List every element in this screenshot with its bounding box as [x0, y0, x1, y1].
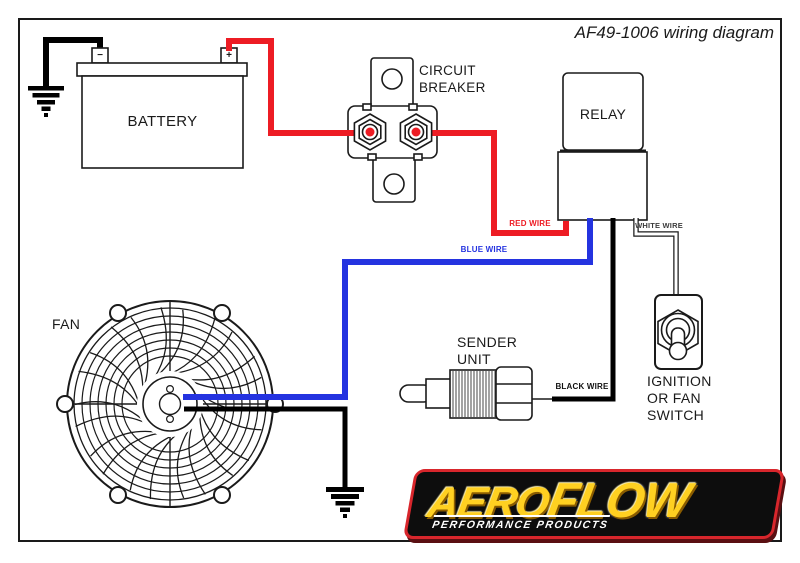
ground-symbol-right	[326, 487, 364, 518]
sender-unit-drawing	[399, 366, 558, 421]
battery-body	[81, 75, 244, 169]
fan-label: FAN	[52, 316, 81, 332]
sender-thread-hatch	[452, 371, 496, 417]
black-wire	[552, 218, 616, 402]
aeroflow-logo-text: AEROFLOW	[421, 469, 695, 545]
relay-drawing	[557, 72, 648, 221]
page-border	[18, 18, 782, 542]
battery-drawing	[28, 37, 248, 169]
blue-wire-label: BLUE WIRE	[460, 245, 508, 254]
fan-drawing	[56, 300, 284, 508]
sender-unit-label-line1: SENDER	[457, 334, 518, 350]
fan-hub	[137, 371, 203, 437]
aeroflow-logo: AEROFLOW PERFORMANCE PRODUCTS	[402, 469, 786, 539]
logo-tagline: PERFORMANCE PRODUCTS	[431, 515, 611, 531]
battery-negative-label: −	[97, 50, 103, 61]
circuit-breaker-label-line2: BREAKER	[419, 80, 486, 95]
switch-label-line2: OR FAN	[647, 390, 701, 406]
battery-positive-label: +	[226, 50, 232, 61]
black-wire-label: BLACK WIRE	[555, 382, 609, 391]
switch-label-line3: SWITCH	[647, 407, 705, 423]
battery-label: BATTERY	[127, 113, 198, 130]
page-title: AF49-1006 wiring diagram	[574, 23, 774, 42]
fan-grill-spokes	[67, 301, 273, 507]
red-wire-label: RED WIRE	[509, 219, 551, 228]
fan-ground-wire	[184, 406, 348, 487]
fan-mount-lugs	[56, 304, 284, 504]
red-wire	[226, 38, 569, 236]
relay-label: RELAY	[579, 106, 627, 122]
blue-wire	[183, 218, 593, 400]
wires	[183, 218, 679, 518]
switch-label-line1: IGNITION	[647, 373, 712, 389]
ground-symbol-left	[28, 86, 64, 117]
switch-drawing	[654, 294, 703, 370]
white-wire-label: WHITE WIRE	[635, 221, 683, 230]
circuit-breaker-label-line1: CIRCUIT	[419, 63, 476, 78]
circuit-breaker-terminals	[353, 113, 433, 151]
white-wire	[634, 218, 678, 297]
battery-lid	[76, 62, 248, 77]
battery-ground-wire	[43, 37, 103, 88]
sender-unit-label-line2: UNIT	[457, 351, 491, 367]
